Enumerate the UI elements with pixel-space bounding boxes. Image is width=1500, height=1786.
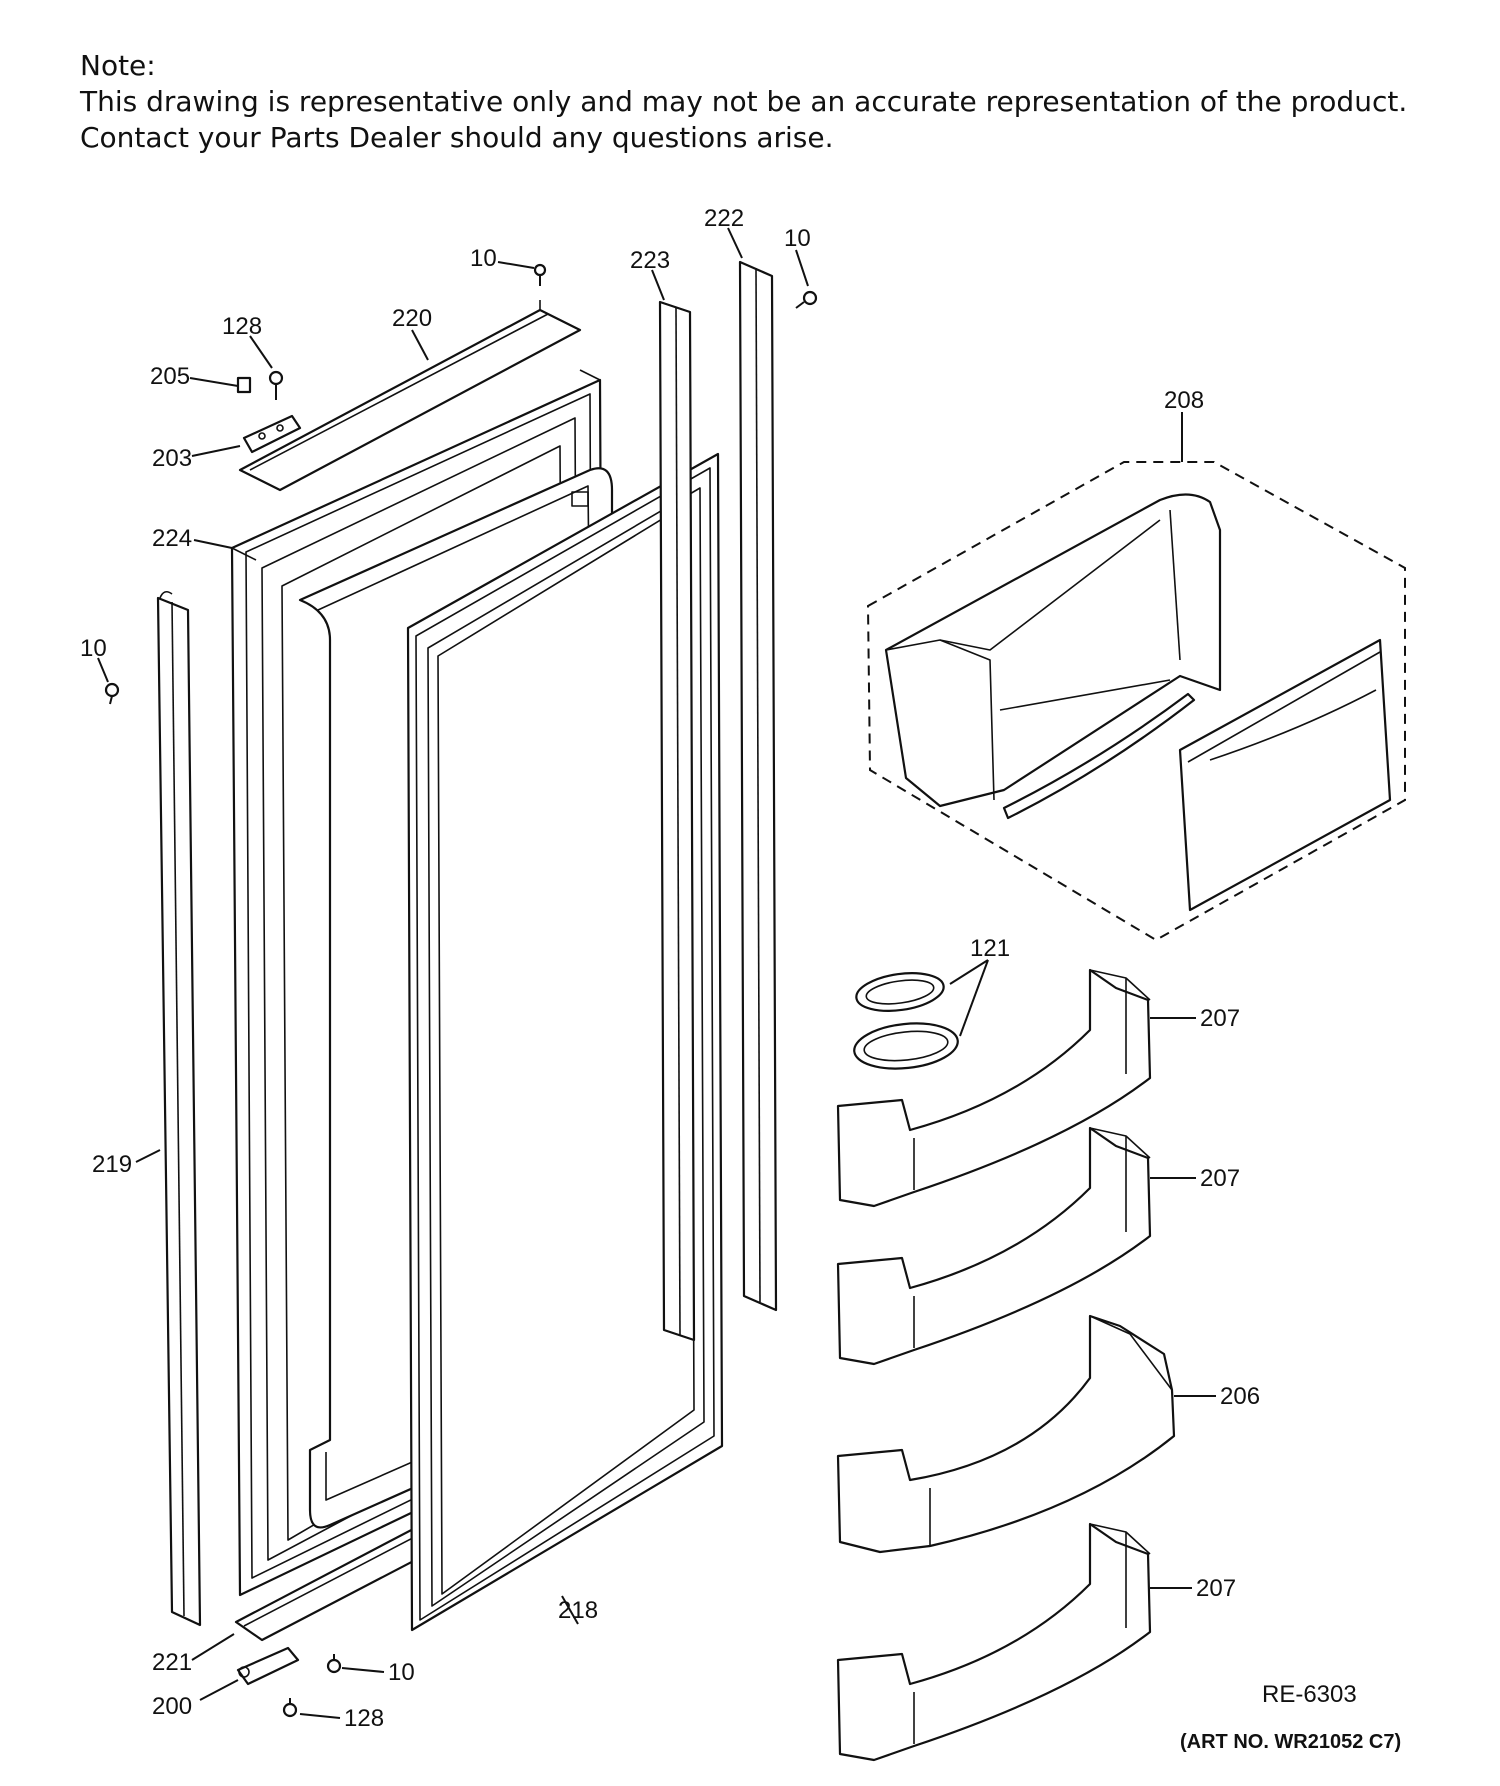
part-121-gasket-covers [853,972,959,1070]
art-number: (ART NO. WR21052 C7) [1180,1731,1401,1753]
callout-219: 219 [92,1151,132,1178]
part-208-assembly-outline [866,461,1406,942]
callout-221: 221 [152,1649,192,1676]
callout-205: 205 [150,363,190,390]
callout-223: 223 [630,247,670,274]
part-207-door-bin-a [836,968,1152,1208]
part-220-top-strip [238,300,582,492]
part-207-door-bin-b [836,1126,1152,1366]
callout-10-left: 10 [80,635,107,662]
part-10-screw-top-right [795,290,818,309]
part-205-pin [236,376,252,394]
part-207-door-bin-c [836,1522,1152,1762]
callout-10-bottom: 10 [388,1659,415,1686]
part-218-gasket [406,452,724,1632]
callout-128-top: 128 [222,313,262,340]
callout-220: 220 [392,305,432,332]
callout-207-b: 207 [1200,1165,1240,1192]
part-208-bin-seal [1002,692,1196,820]
part-208-bin-door [1178,638,1392,912]
callout-200: 200 [152,1693,192,1720]
part-200-bottom-hinge [236,1646,300,1686]
callout-10-top-right: 10 [784,225,811,252]
leader-lines [97,227,1216,1719]
note-heading: Note: [80,49,156,82]
part-10-screw-left [104,682,120,705]
part-222-trim [738,260,778,1312]
callout-203: 203 [152,445,192,472]
callout-128-bottom: 128 [344,1705,384,1732]
part-203-top-hinge [242,414,302,454]
callout-121: 121 [970,935,1010,962]
disclaimer-note: Note: This drawing is representative onl… [80,48,1407,156]
callout-222: 222 [704,205,744,232]
part-128-screw-top [268,370,284,400]
part-10-screw-top [533,263,547,286]
part-208-bin-body [884,493,1222,808]
callout-224: 224 [152,525,192,552]
callout-207-c: 207 [1196,1575,1236,1602]
callout-218: 218 [558,1597,598,1624]
callout-207-a: 207 [1200,1005,1240,1032]
part-10-screw-bottom [326,1654,342,1674]
note-line-2: Contact your Parts Dealer should any que… [80,121,834,154]
callout-206: 206 [1220,1383,1260,1410]
note-line-1: This drawing is representative only and … [80,85,1408,118]
part-219-trim [156,590,202,1627]
callout-10-top: 10 [470,245,497,272]
part-223-trim [658,300,696,1342]
part-206-door-bin [836,1314,1176,1554]
part-128-screw-bottom [282,1698,298,1718]
callout-208: 208 [1164,387,1204,414]
reference-code: RE-6303 [1262,1681,1357,1708]
